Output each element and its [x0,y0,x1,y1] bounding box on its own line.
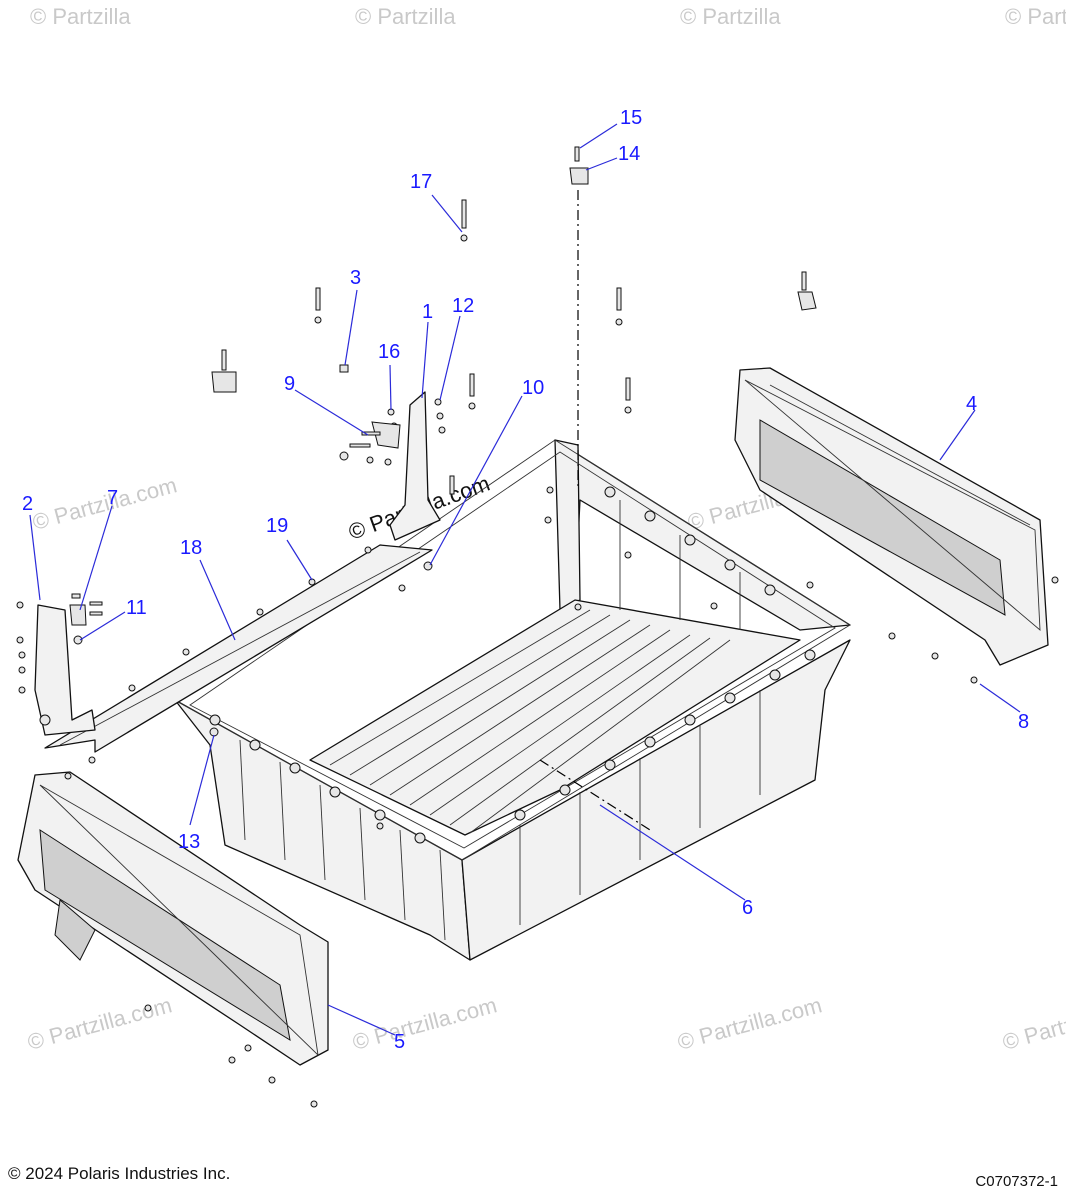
right-side-panel [734,367,1049,666]
callout-14: 14 [618,143,640,165]
callout-6: 6 [742,897,753,919]
callout-5: 5 [394,1031,405,1053]
left-side-panel [17,771,329,1066]
callout-1: 1 [422,301,433,323]
callout-17: 17 [410,171,432,193]
left-bracket [34,604,96,736]
callout-19: 19 [266,515,288,537]
callout-8: 8 [1018,711,1029,733]
callout-13: 13 [178,831,200,853]
watermark-top-1: © Partzilla [30,4,131,29]
copyright-text: © 2024 Polaris Industries Inc. [8,1164,231,1183]
watermark-top-4: © Partzilla [1005,4,1066,29]
hardware [16,146,1059,1108]
watermark-top-3: © Partzilla [680,4,781,29]
leader-lines [29,123,1021,1036]
watermark-top-2: © Partzilla [355,4,456,29]
watermark-bot-2: © Partzilla.com [350,992,500,1055]
callout-15: 15 [620,107,642,129]
callout-3: 3 [350,267,361,289]
watermark-mid-1: © Partzilla.com [30,472,180,535]
callout-2: 2 [22,493,33,515]
drawing-id: C0707372-1 [975,1173,1058,1190]
callout-9: 9 [284,373,295,395]
callout-12: 12 [452,295,474,317]
watermark-bot-4: © Partzilla.com [1000,992,1066,1055]
callout-11: 11 [126,597,147,619]
callout-18: 18 [180,537,202,559]
cargo-box [174,439,851,961]
callout-10: 10 [522,377,544,399]
watermark-bot-3: © Partzilla.com [675,992,825,1055]
callout-4: 4 [966,393,977,415]
cross-rail [44,544,433,753]
callouts: 1 2 3 4 5 6 7 8 9 10 11 12 13 14 15 16 1… [22,107,1029,1053]
upright-bracket [389,391,441,541]
watermark-bot-1: © Partzilla.com [25,992,175,1055]
callout-16: 16 [378,341,400,363]
callout-7: 7 [107,487,118,509]
